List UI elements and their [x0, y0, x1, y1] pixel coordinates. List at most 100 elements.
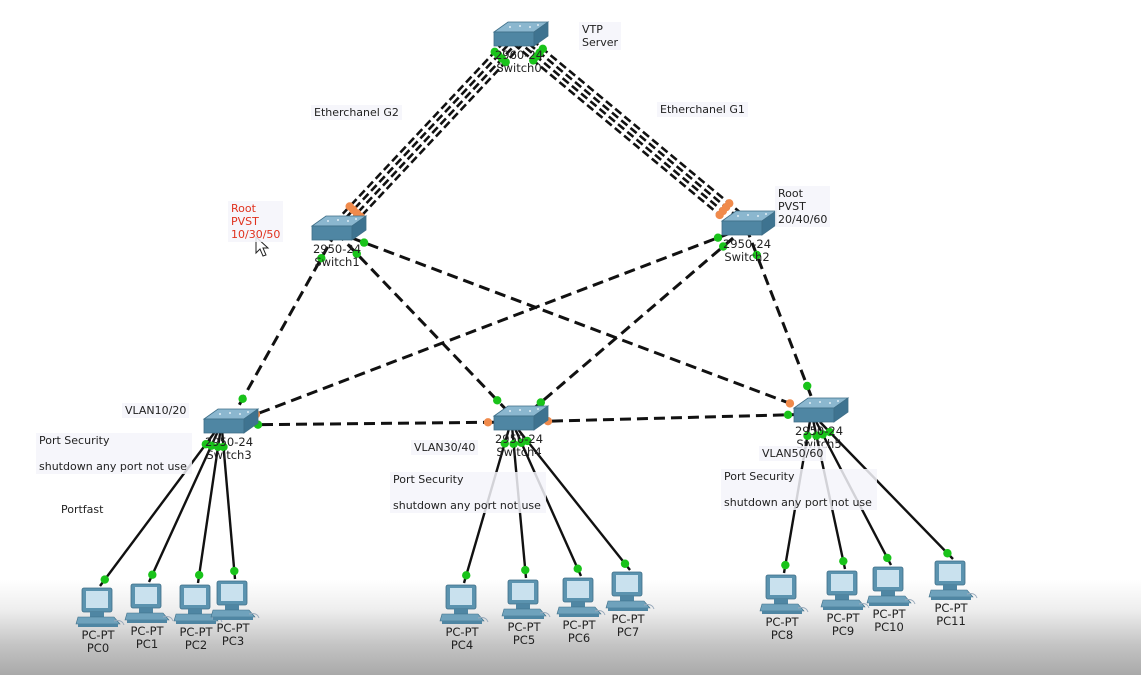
pc-icon[interactable] [439, 584, 489, 625]
pc-icon[interactable] [501, 579, 551, 620]
pc-icon[interactable] [124, 583, 174, 624]
port-status-dot [148, 570, 157, 579]
access-link[interactable] [196, 432, 222, 584]
port-status-dot [825, 427, 834, 437]
switch-label[interactable]: 2950-24 Switch1 [312, 242, 362, 269]
pc-label[interactable]: PC-PT PC1 [130, 624, 164, 651]
etherchannel-member-link[interactable] [329, 31, 514, 228]
root-pvst-switch2-note: Root PVST 20/40/60 [775, 186, 831, 227]
port-status-dot [100, 575, 109, 584]
port-status-dot [620, 559, 630, 568]
switch-icon[interactable] [793, 397, 849, 423]
pc-icon[interactable] [866, 566, 916, 607]
pc-label[interactable]: PC-PT PC3 [216, 621, 250, 648]
port-status-dot [783, 410, 793, 419]
port-status-dot [883, 553, 892, 563]
switch-label[interactable]: 2950-24 Switch4 [494, 432, 544, 459]
port-status-dot [490, 47, 499, 57]
port-status-dot [238, 394, 247, 404]
port-status-dot [345, 202, 354, 211]
switch-icon[interactable] [203, 408, 259, 434]
pc-icon[interactable] [820, 570, 870, 611]
port-status-dot [839, 556, 848, 566]
links-layer [99, 31, 954, 587]
pc-label[interactable]: PC-PT PC5 [507, 620, 541, 647]
pc-label[interactable]: PC-PT PC4 [445, 625, 479, 652]
pc-label[interactable]: PC-PT PC8 [765, 615, 799, 642]
switch-icon[interactable] [311, 215, 367, 241]
access-link[interactable] [517, 429, 631, 571]
pc-icon[interactable] [605, 571, 655, 612]
port-status-dot [715, 210, 724, 220]
trunk-link[interactable] [227, 225, 747, 427]
port-security-switch5-note: Port Security shutdown any port not use [721, 469, 877, 510]
devices-layer [75, 21, 978, 628]
etherchannel-g1-note: Etherchanel G1 [657, 102, 748, 117]
access-link[interactable] [99, 432, 216, 587]
port-status-dot [219, 442, 228, 452]
port-status-dot [352, 249, 361, 258]
trunk-link[interactable] [335, 230, 819, 416]
port-status-dot [529, 56, 538, 65]
pc-label[interactable]: PC-PT PC10 [872, 607, 906, 634]
pc-icon[interactable] [759, 574, 809, 615]
port-status-dot [462, 571, 471, 580]
etherchannel-g2-note: Etherchanel G2 [311, 105, 402, 120]
vlan-switch3-note: VLAN10/20 [122, 403, 190, 418]
port-status-dot [803, 381, 812, 391]
ports-layer [100, 44, 952, 584]
switch-label[interactable]: 2960-24 Switch0 [494, 48, 544, 75]
portfast-note: Portfast [61, 503, 104, 516]
access-link[interactable] [819, 421, 954, 560]
port-security-switch4-note: Port Security shutdown any port not use [390, 472, 546, 513]
trunk-link[interactable] [226, 231, 338, 426]
trunk-link[interactable] [517, 225, 747, 424]
pc-icon[interactable] [210, 580, 260, 621]
pc-label[interactable]: PC-PT PC0 [81, 628, 115, 655]
port-status-dot [818, 430, 827, 439]
access-link[interactable] [221, 432, 237, 580]
etherchannel-member-link[interactable] [512, 42, 743, 234]
etherchannel-member-link[interactable] [521, 31, 752, 223]
switch-label[interactable]: 2950-24 Switch3 [204, 435, 254, 462]
switch-icon[interactable] [493, 405, 549, 431]
port-status-dot [536, 398, 545, 407]
trunk-link[interactable] [517, 412, 819, 424]
root-pvst-switch1-note: Root PVST 10/30/50 [228, 201, 284, 242]
etherchannel-member-link[interactable] [518, 35, 749, 227]
pc-label[interactable]: PC-PT PC2 [179, 625, 213, 652]
port-security-switch3-note: Port Security shutdown any port not use [36, 433, 192, 474]
port-status-dot [483, 418, 493, 427]
etherchannel-member-link[interactable] [515, 38, 746, 230]
pc-icon[interactable] [556, 577, 606, 618]
vlan-switch5-note: VLAN50/60 [759, 446, 827, 461]
port-status-dot [719, 242, 728, 251]
etherchannel-member-link[interactable] [333, 35, 518, 232]
port-status-dot [493, 396, 502, 405]
port-status-dot [943, 549, 952, 558]
pc-label[interactable]: PC-PT PC11 [934, 601, 968, 628]
port-status-dot [573, 564, 582, 573]
etherchannel-member-link[interactable] [340, 42, 525, 239]
access-link[interactable] [514, 429, 583, 577]
etherchannel-member-link[interactable] [336, 38, 521, 235]
pc-label[interactable]: PC-PT PC7 [611, 612, 645, 639]
access-link[interactable] [147, 432, 219, 583]
port-status-dot [523, 436, 532, 446]
pc-icon[interactable] [75, 587, 125, 628]
switch-icon[interactable] [721, 210, 777, 236]
port-status-dot [500, 439, 509, 448]
port-status-dot [207, 441, 216, 450]
trunk-link[interactable] [334, 230, 520, 424]
pc-label[interactable]: PC-PT PC6 [562, 618, 596, 645]
switch-icon[interactable] [493, 21, 549, 47]
port-status-dot [752, 250, 761, 260]
port-status-dot [359, 238, 369, 247]
port-status-dot [781, 560, 790, 570]
pc-label[interactable]: PC-PT PC9 [826, 611, 860, 638]
pc-icon[interactable] [928, 560, 978, 601]
port-status-dot [317, 253, 326, 263]
switch-label[interactable]: 2950-24 Switch2 [722, 237, 772, 264]
trunk-link[interactable] [227, 420, 519, 427]
